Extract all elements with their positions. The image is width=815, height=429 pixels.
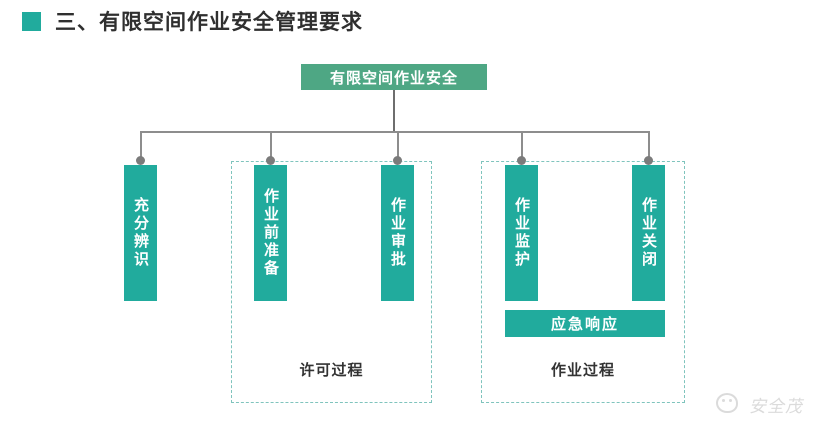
node-thorough-identification[interactable]: 充分辨识 [124,165,157,301]
bullet-square-icon [22,11,41,31]
node-root-label: 有限空间作业安全 [329,69,458,87]
node-work-supervision[interactable]: 作业监护 [505,165,538,301]
connector-drop-5 [648,131,650,160]
connector-root-vertical [393,90,395,132]
connector-drop-2 [270,131,272,160]
connector-dot-1 [136,156,145,165]
mascot-logo-icon [716,391,742,417]
node-3-label: 作业审批 [389,197,406,269]
group-label-operation-process: 作业过程 [550,362,615,379]
connector-dot-2 [266,156,275,165]
node-emergency-label: 应急响应 [550,316,619,333]
node-work-closure[interactable]: 作业关闭 [632,165,665,301]
group-box-operation-process: 作业过程 [481,161,685,403]
connector-dot-5 [644,156,653,165]
connector-horizontal-bus [140,131,649,133]
connector-dot-3 [393,156,402,165]
node-5-label: 作业关闭 [640,197,657,269]
node-1-label: 充分辨识 [132,197,149,269]
watermark-label: 安全茂 [749,396,803,416]
connector-dot-4 [517,156,526,165]
group-label-permit-process: 许可过程 [299,362,364,379]
page-title: 三、有限空间作业安全管理要求 [55,11,363,34]
page-header: 三、有限空间作业安全管理要求 [0,0,815,42]
connector-drop-3 [397,131,399,160]
watermark: 安全茂 [716,391,803,417]
connector-drop-4 [521,131,523,160]
node-pre-work-preparation[interactable]: 作业前准备 [254,165,287,301]
connector-drop-1 [140,131,142,160]
group-box-permit-process: 许可过程 [231,161,432,403]
node-emergency-response[interactable]: 应急响应 [505,310,665,337]
node-root-confined-space-safety[interactable]: 有限空间作业安全 [301,64,487,90]
node-4-label: 作业监护 [513,197,530,269]
node-work-approval[interactable]: 作业审批 [381,165,414,301]
node-2-label: 作业前准备 [262,188,279,278]
